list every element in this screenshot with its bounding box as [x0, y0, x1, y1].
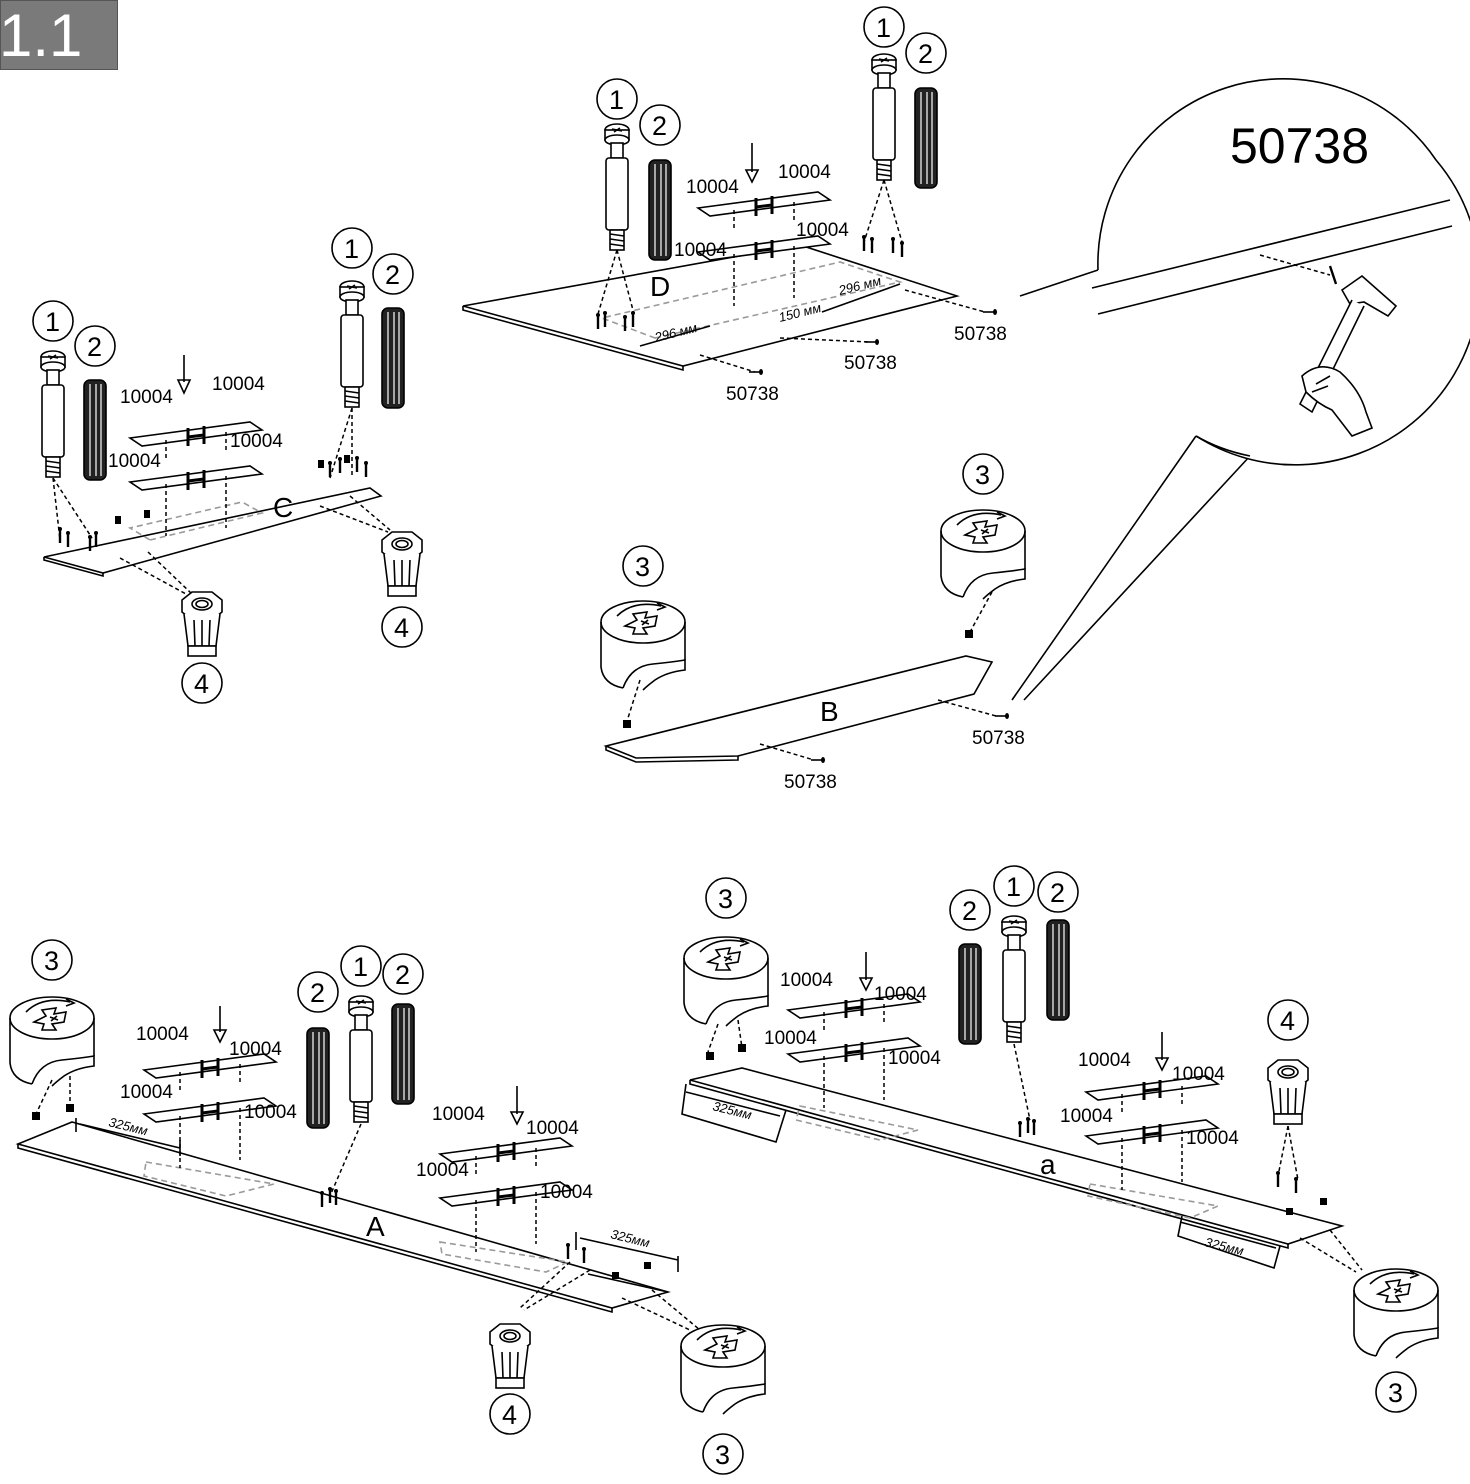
- part-1-label: 1: [344, 234, 359, 264]
- panel-a-small: [689, 1067, 1345, 1245]
- part-3-label: 3: [975, 460, 990, 490]
- pin-label: 10004: [136, 1024, 189, 1045]
- part-2-label: 2: [385, 260, 400, 290]
- panel-c-label: C: [273, 492, 293, 523]
- dimension-label: 325мм: [609, 1226, 651, 1250]
- pin-label: 10004: [764, 1028, 817, 1049]
- part-3-label: 3: [1388, 1378, 1403, 1408]
- pin-label: 10004: [888, 1048, 941, 1069]
- callout-detail: 50738: [1011, 78, 1470, 701]
- panel-b-label: B: [820, 696, 839, 727]
- pin-label: 10004: [1186, 1128, 1239, 1149]
- panel-c: [43, 487, 383, 574]
- pin-label: 10004: [230, 431, 283, 452]
- panel-b: [603, 655, 994, 759]
- pin-label: 10004: [120, 387, 173, 408]
- pin-label: 10004: [416, 1160, 469, 1181]
- screw-label: 50738: [726, 384, 779, 405]
- dimension-label: 325мм: [711, 1098, 753, 1122]
- part-4-label: 4: [502, 1400, 517, 1430]
- pin-label: 10004: [780, 970, 833, 991]
- screw-label: 50738: [784, 772, 837, 793]
- part-3-label: 3: [44, 946, 59, 976]
- panel-a-label: A: [366, 1211, 385, 1242]
- part-2-label: 2: [310, 978, 325, 1008]
- pin-label: 10004: [432, 1104, 485, 1125]
- pin-label: 10004: [120, 1082, 173, 1103]
- part-3-label: 3: [718, 884, 733, 914]
- pin-label: 10004: [686, 177, 739, 198]
- pin-label: 10004: [874, 984, 927, 1005]
- panel-a-small-group: 325мм 325мм a 10004 10004 10004 10004 10…: [681, 865, 1439, 1413]
- part-3-label: 3: [635, 552, 650, 582]
- pin-label: 10004: [1172, 1064, 1225, 1085]
- screw-label: 50738: [954, 324, 1007, 345]
- part-1-label: 1: [876, 13, 891, 43]
- part-2-label: 2: [962, 896, 977, 926]
- part-2-label: 2: [918, 39, 933, 69]
- part-1-label: 1: [1006, 872, 1021, 902]
- pin-label: 10004: [244, 1102, 297, 1123]
- hammer-icon: [1298, 274, 1398, 437]
- panel-a-small-label: a: [1040, 1149, 1056, 1180]
- panel-d-group: 296 мм 150 мм 296 мм D 10004 10004 10004…: [462, 6, 1007, 405]
- screw-label: 50738: [972, 728, 1025, 749]
- callout-label: 50738: [1230, 118, 1369, 174]
- panel-a-group: 325мм 325мм A 10004 10004 10004 10004 10…: [9, 939, 766, 1475]
- part-2-label: 2: [1050, 878, 1065, 908]
- part-2-label: 2: [652, 111, 667, 141]
- part-4-label: 4: [394, 613, 409, 643]
- pin-label: 10004: [108, 451, 161, 472]
- part-4-label: 4: [1280, 1006, 1295, 1036]
- part-1-label: 1: [609, 85, 624, 115]
- panel-a: [15, 1121, 671, 1309]
- part-4-label: 4: [194, 669, 209, 699]
- part-1-label: 1: [353, 952, 368, 982]
- pin-label: 10004: [1078, 1050, 1131, 1071]
- step-number: 1.1: [0, 2, 83, 69]
- part-3-label: 3: [715, 1440, 730, 1470]
- panel-c-group: C 10004 10004 10004 10004 1 2 1 2 4 4: [32, 227, 423, 704]
- panel-b-group: B 50738 50738 3 3: [600, 453, 1026, 793]
- panel-d: [462, 244, 960, 367]
- pin-label: 10004: [212, 374, 265, 395]
- pin-label: 10004: [540, 1182, 593, 1203]
- pin-label: 10004: [1060, 1106, 1113, 1127]
- pin-label: 10004: [674, 240, 727, 261]
- pin-label: 10004: [796, 220, 849, 241]
- part-2-label: 2: [87, 332, 102, 362]
- part-1-label: 1: [45, 307, 60, 337]
- pin-label: 10004: [229, 1039, 282, 1060]
- part-2-label: 2: [395, 960, 410, 990]
- pin-label: 10004: [526, 1118, 579, 1139]
- pin-label: 10004: [778, 162, 831, 183]
- panel-d-label: D: [650, 271, 670, 302]
- step-badge: 1.1: [0, 0, 118, 70]
- screw-label: 50738: [844, 353, 897, 374]
